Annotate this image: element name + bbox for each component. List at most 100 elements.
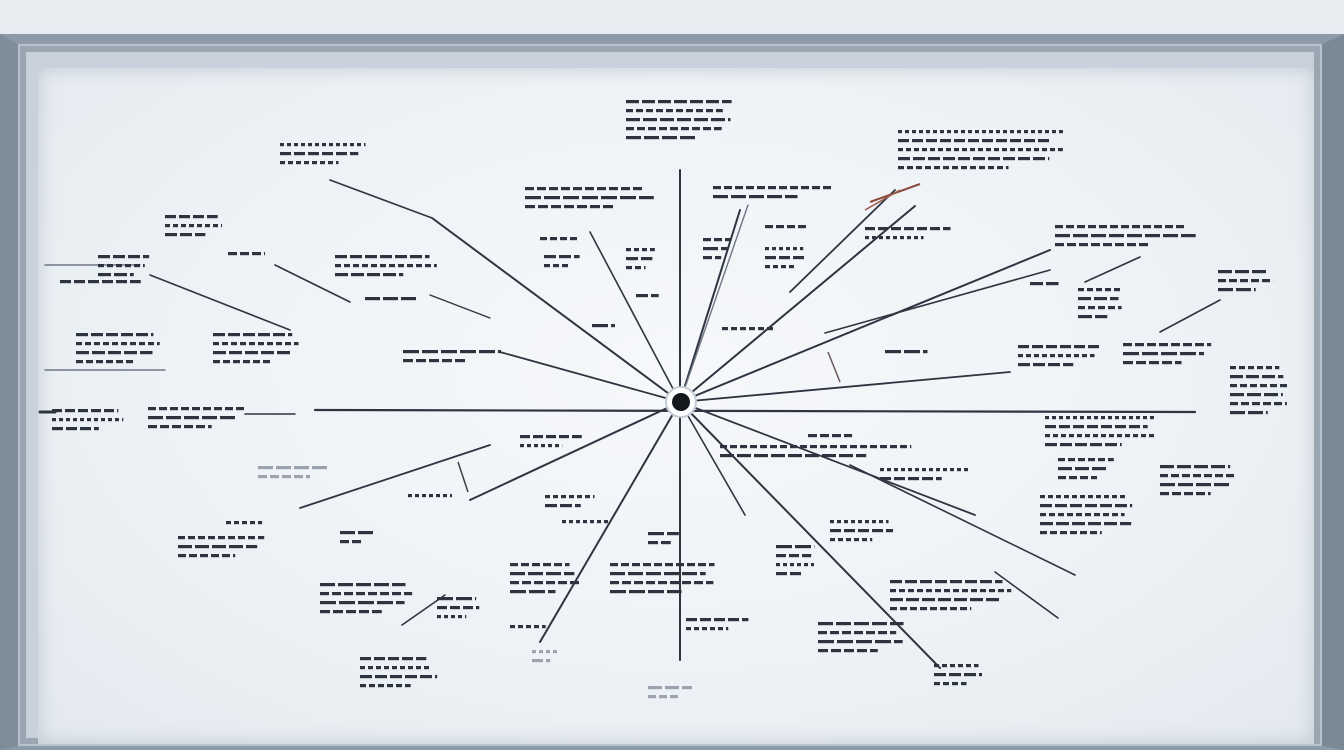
scribble-mark [661,541,671,545]
scribble-mark [73,418,77,422]
scribble-mark [1183,343,1192,347]
scribble-mark [978,148,983,152]
scribble-mark [898,139,909,143]
scribble-mark [968,130,972,134]
scribble-mark [1091,243,1100,247]
scribble-mark [1246,375,1259,379]
scribble-mark [392,583,406,587]
scribble-mark [1045,416,1049,420]
scribble-mark [923,350,928,354]
scribble-mark [713,186,721,190]
spoke-line [431,217,681,403]
scribble-mark [116,360,123,364]
scribble-mark [395,255,407,259]
scribble-mark [1080,476,1088,480]
scribble-mark [654,563,662,567]
scribble-mark [1184,492,1193,496]
scribble-mark [1143,416,1147,420]
scribble-mark [356,592,365,596]
scribble-mark [253,360,260,364]
scribble-mark [593,495,595,499]
scribble-mark [213,342,219,346]
scribble-mark [920,607,927,611]
scribble-mark [213,351,226,355]
accent-stroke [827,351,841,383]
scribble-mark [130,273,134,277]
scribble-mark [222,342,228,346]
scribble-mark [181,224,186,228]
scribble-mark [134,264,140,268]
scribble-mark [450,606,460,610]
scribble-mark [696,109,703,113]
scribble-mark [545,504,557,508]
scribble-mark [604,520,608,524]
scribble-mark [526,625,531,629]
scribble-mark [360,684,366,688]
scribble-mark [358,531,373,535]
scribble-mark [940,130,944,134]
scribble-mark [226,521,231,525]
scribble-mark [425,264,431,268]
scribble-mark [116,280,127,284]
scribble-mark [267,342,273,346]
spoke-line [824,269,1051,334]
accent-stroke [864,189,901,211]
scribble-mark [1069,434,1074,438]
scribble-mark [320,610,330,614]
scribble-mark [837,640,853,644]
scribble-mark [961,682,967,686]
scribble-mark [797,563,801,567]
scribble-mark [886,520,889,524]
scribble-mark [908,589,914,593]
scribble-mark [405,675,417,679]
scribble-mark [880,468,884,472]
scribble-mark [157,342,160,346]
scribble-mark [371,264,377,268]
scribble-mark [742,618,749,622]
scribble-mark [218,536,225,540]
scribble-mark [1226,474,1234,478]
scribble-mark [795,545,811,549]
scribble-mark [890,598,903,602]
scribble-mark [405,684,411,688]
scribble-mark [597,187,606,191]
scribble-mark [1136,361,1146,365]
scribble-mark [790,186,798,190]
scribble-mark [1110,225,1118,229]
scribble-mark [702,627,707,631]
scribble-mark [380,255,392,259]
scribble-mark [1159,343,1168,347]
scribble-mark [858,520,862,524]
scribble-mark [1078,297,1091,301]
scribble-mark [1040,531,1047,535]
scribble-mark [520,435,530,439]
scribble-mark [677,118,691,122]
scribble-mark [636,109,643,113]
scribble-mark [740,327,746,331]
scribble-mark [670,127,678,131]
scribble-mark [76,342,82,346]
scribble-mark [682,686,692,690]
scribble-mark [979,166,985,170]
scribble-mark [258,333,270,337]
scribble-mark [320,161,325,165]
scribble-mark [1070,531,1077,535]
scribble-mark [597,520,601,524]
scribble-mark [857,649,867,653]
scribble-mark [900,607,907,611]
scribble-mark [722,327,728,331]
scribble-mark [818,640,834,644]
scribble-mark [954,130,958,134]
scribble-mark [980,589,986,593]
scribble-mark [898,148,903,152]
scribble-mark [968,139,979,143]
scribble-mark [280,143,284,147]
scribble-mark [1068,458,1075,462]
scribble-mark [790,563,794,567]
scribble-mark [532,659,543,663]
scribble-mark [905,130,909,134]
scribble-mark [350,255,362,259]
scribble-mark [340,531,355,535]
scribble-mark [296,161,301,165]
scribble-mark [1142,352,1158,356]
